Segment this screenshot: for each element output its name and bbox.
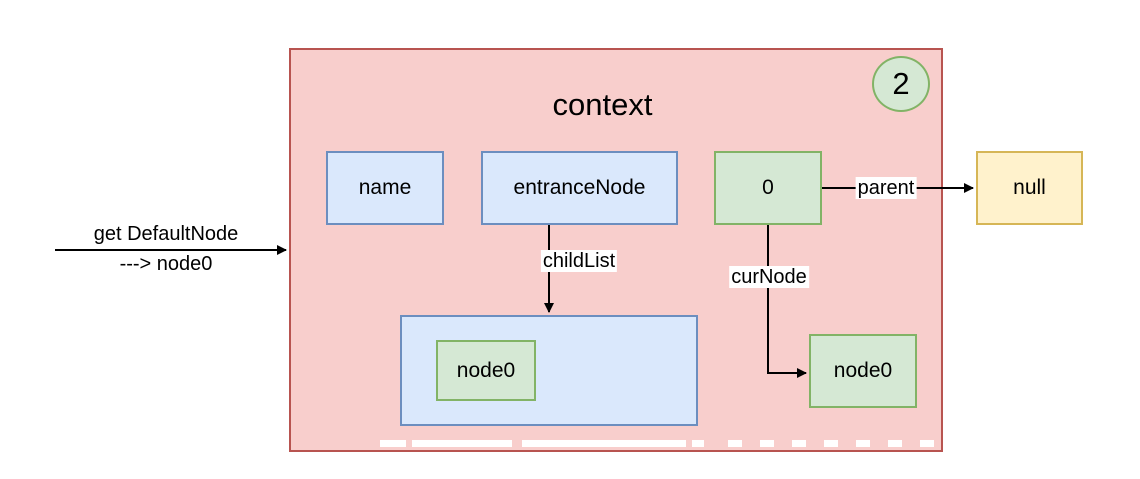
- null-node: null: [976, 151, 1083, 225]
- parent-label: parent: [855, 177, 917, 199]
- null-node-label: null: [1013, 176, 1046, 199]
- incoming-label-line1: get DefaultNode: [93, 223, 239, 245]
- cur-node-arrow: [767, 225, 807, 378]
- context-title: context: [552, 87, 653, 122]
- entrance-node: entranceNode: [481, 151, 678, 225]
- child-list-label: childList: [540, 250, 618, 272]
- child-node-label: node0: [456, 358, 516, 382]
- name-node: name: [326, 151, 444, 225]
- cur-node-value-label: 0: [762, 176, 774, 199]
- cur-node-label: curNode: [729, 266, 809, 288]
- incoming-label-line2: ---> node0: [119, 253, 213, 275]
- child-node: node0: [436, 340, 536, 401]
- cur-node-target: node0: [809, 334, 917, 408]
- cur-node-value-node: 0: [714, 151, 822, 225]
- step-badge: 2: [872, 56, 930, 112]
- name-node-label: name: [358, 176, 412, 199]
- entrance-node-label: entranceNode: [513, 176, 646, 199]
- cur-node-target-label: node0: [833, 359, 893, 382]
